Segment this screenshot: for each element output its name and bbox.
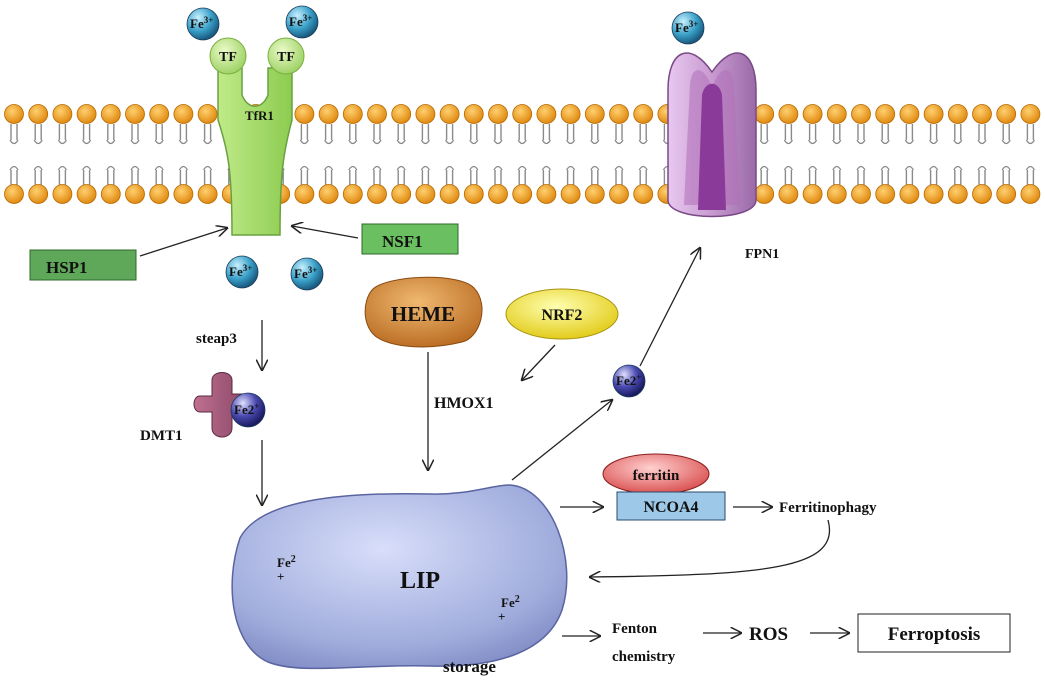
lipid-unit: [4, 104, 24, 204]
lipid-unit: [584, 104, 605, 204]
ferritin-label: ferritin: [633, 468, 680, 484]
svg-text:Fe2: Fe2: [277, 554, 296, 570]
tfr1-receptor: TfR1: [217, 67, 293, 236]
lipid-unit: [125, 104, 145, 204]
lipid-unit: [512, 104, 533, 204]
lipid-unit: [875, 104, 896, 204]
ferritin-complex: ferritin NCOA4: [602, 453, 726, 521]
ros-label: ROS: [749, 624, 788, 645]
nrf2-protein: NRF2: [505, 288, 619, 340]
svg-text:Fe2+: Fe2+: [234, 401, 259, 417]
fe3-ion: Fe3+: [285, 5, 319, 39]
svg-text:Fe3+: Fe3+: [675, 19, 698, 35]
dmt1-transporter: DMT1: [140, 372, 256, 444]
lipid-unit: [76, 104, 97, 204]
lipid-unit: [173, 104, 194, 204]
lipid-unit: [463, 104, 484, 204]
lipid-unit: [802, 104, 823, 204]
lipid-unit: [415, 104, 436, 204]
fenton-label-line1: Fenton: [612, 621, 658, 637]
lipid-unit: [851, 104, 871, 204]
fe2-to-fpn1-arrow: [639, 248, 700, 367]
fe3-ion: Fe3+: [290, 257, 324, 291]
ferroptosis-label: Ferroptosis: [888, 624, 981, 645]
svg-text:Fe2: Fe2: [501, 594, 520, 610]
steap3-label: steap3: [196, 331, 237, 347]
arrows: [139, 226, 849, 636]
ferroptosis-box: Ferroptosis: [857, 613, 1011, 653]
lipid-unit: [633, 104, 654, 204]
tf-left-label: TF: [219, 50, 237, 65]
lipid-unit: [318, 104, 339, 204]
nsf1-to-tfr1-arrow: [292, 226, 359, 239]
hmox1-label: HMOX1: [434, 395, 494, 412]
lipid-unit: [754, 104, 775, 204]
lipid-unit: [947, 104, 968, 204]
hsp1-label: HSP1: [46, 258, 88, 277]
lipid-unit: [826, 104, 847, 204]
lipid-unit: [52, 104, 73, 204]
lip-fe2-right: Fe2 +: [498, 594, 520, 624]
ncoa4-label: NCOA4: [643, 499, 698, 516]
lipid-unit: [439, 104, 460, 204]
lipid-unit: [778, 104, 799, 204]
lipid-unit: [996, 104, 1017, 204]
lipid-bilayer: [4, 104, 1041, 204]
heme-molecule: HEME: [364, 276, 483, 348]
lip-label: LIP: [400, 568, 440, 594]
svg-text:Fe3+: Fe3+: [294, 265, 317, 281]
ferritinophagy-label: Ferritinophagy: [779, 500, 877, 516]
nrf2-to-hmox1-arrow: [522, 344, 556, 380]
fe3-ion: Fe3+: [186, 7, 220, 41]
tf-right-label: TF: [277, 50, 295, 65]
nsf1-label: NSF1: [382, 232, 423, 251]
lipid-unit: [560, 104, 581, 204]
lipid-unit: [536, 104, 557, 204]
lipid-unit: [197, 104, 218, 204]
labile-iron-pool: LIP storage Fe2 + Fe2 +: [231, 484, 568, 676]
tf-left: TF: [209, 37, 247, 75]
fpn1-label: FPN1: [745, 247, 779, 262]
fpn1-channel: FPN1: [667, 52, 779, 262]
svg-text:Fe3+: Fe3+: [229, 263, 252, 279]
svg-text:+: +: [277, 569, 284, 584]
tfr1-label: TfR1: [245, 108, 274, 123]
fe3-ion: Fe3+: [225, 255, 259, 289]
fe2-ion-cytosol: Fe2+: [612, 364, 646, 398]
svg-text:+: +: [498, 609, 505, 624]
lipid-unit: [899, 104, 920, 204]
svg-text:Fe3+: Fe3+: [289, 13, 312, 29]
fenton-label-line2: chemistry: [612, 649, 676, 665]
lipid-unit: [342, 104, 363, 204]
svg-text:Fe3+: Fe3+: [190, 15, 213, 31]
lip-fe2-left: Fe2 +: [277, 554, 296, 584]
lipid-unit: [100, 104, 121, 204]
lipid-unit: [391, 104, 412, 204]
svg-text:Fe2+: Fe2+: [616, 372, 641, 388]
lipid-unit: [28, 104, 49, 204]
lipid-unit: [972, 104, 992, 204]
ferritinophagy-to-lip-arrow: [590, 519, 831, 577]
fe3-ion: Fe3+: [671, 11, 705, 45]
lipid-unit: [488, 104, 508, 204]
lipid-unit: [294, 104, 315, 204]
lipid-unit: [923, 104, 944, 204]
fe2-ion-dmt1: Fe2+: [230, 392, 266, 428]
dmt1-label: DMT1: [140, 428, 183, 444]
hsp1-to-tfr1-arrow: [139, 228, 227, 257]
lipid-unit: [149, 104, 170, 204]
nsf1-box: NSF1: [361, 223, 459, 255]
heme-label: HEME: [391, 302, 455, 326]
lipid-unit: [1020, 104, 1041, 204]
lip-to-fe2-arrow: [511, 400, 612, 481]
tf-right: TF: [267, 37, 305, 75]
lipid-unit: [609, 104, 629, 204]
nrf2-label: NRF2: [542, 307, 583, 324]
storage-label: storage: [443, 657, 496, 676]
lipid-unit: [367, 104, 387, 204]
hsp1-box: HSP1: [29, 249, 137, 281]
